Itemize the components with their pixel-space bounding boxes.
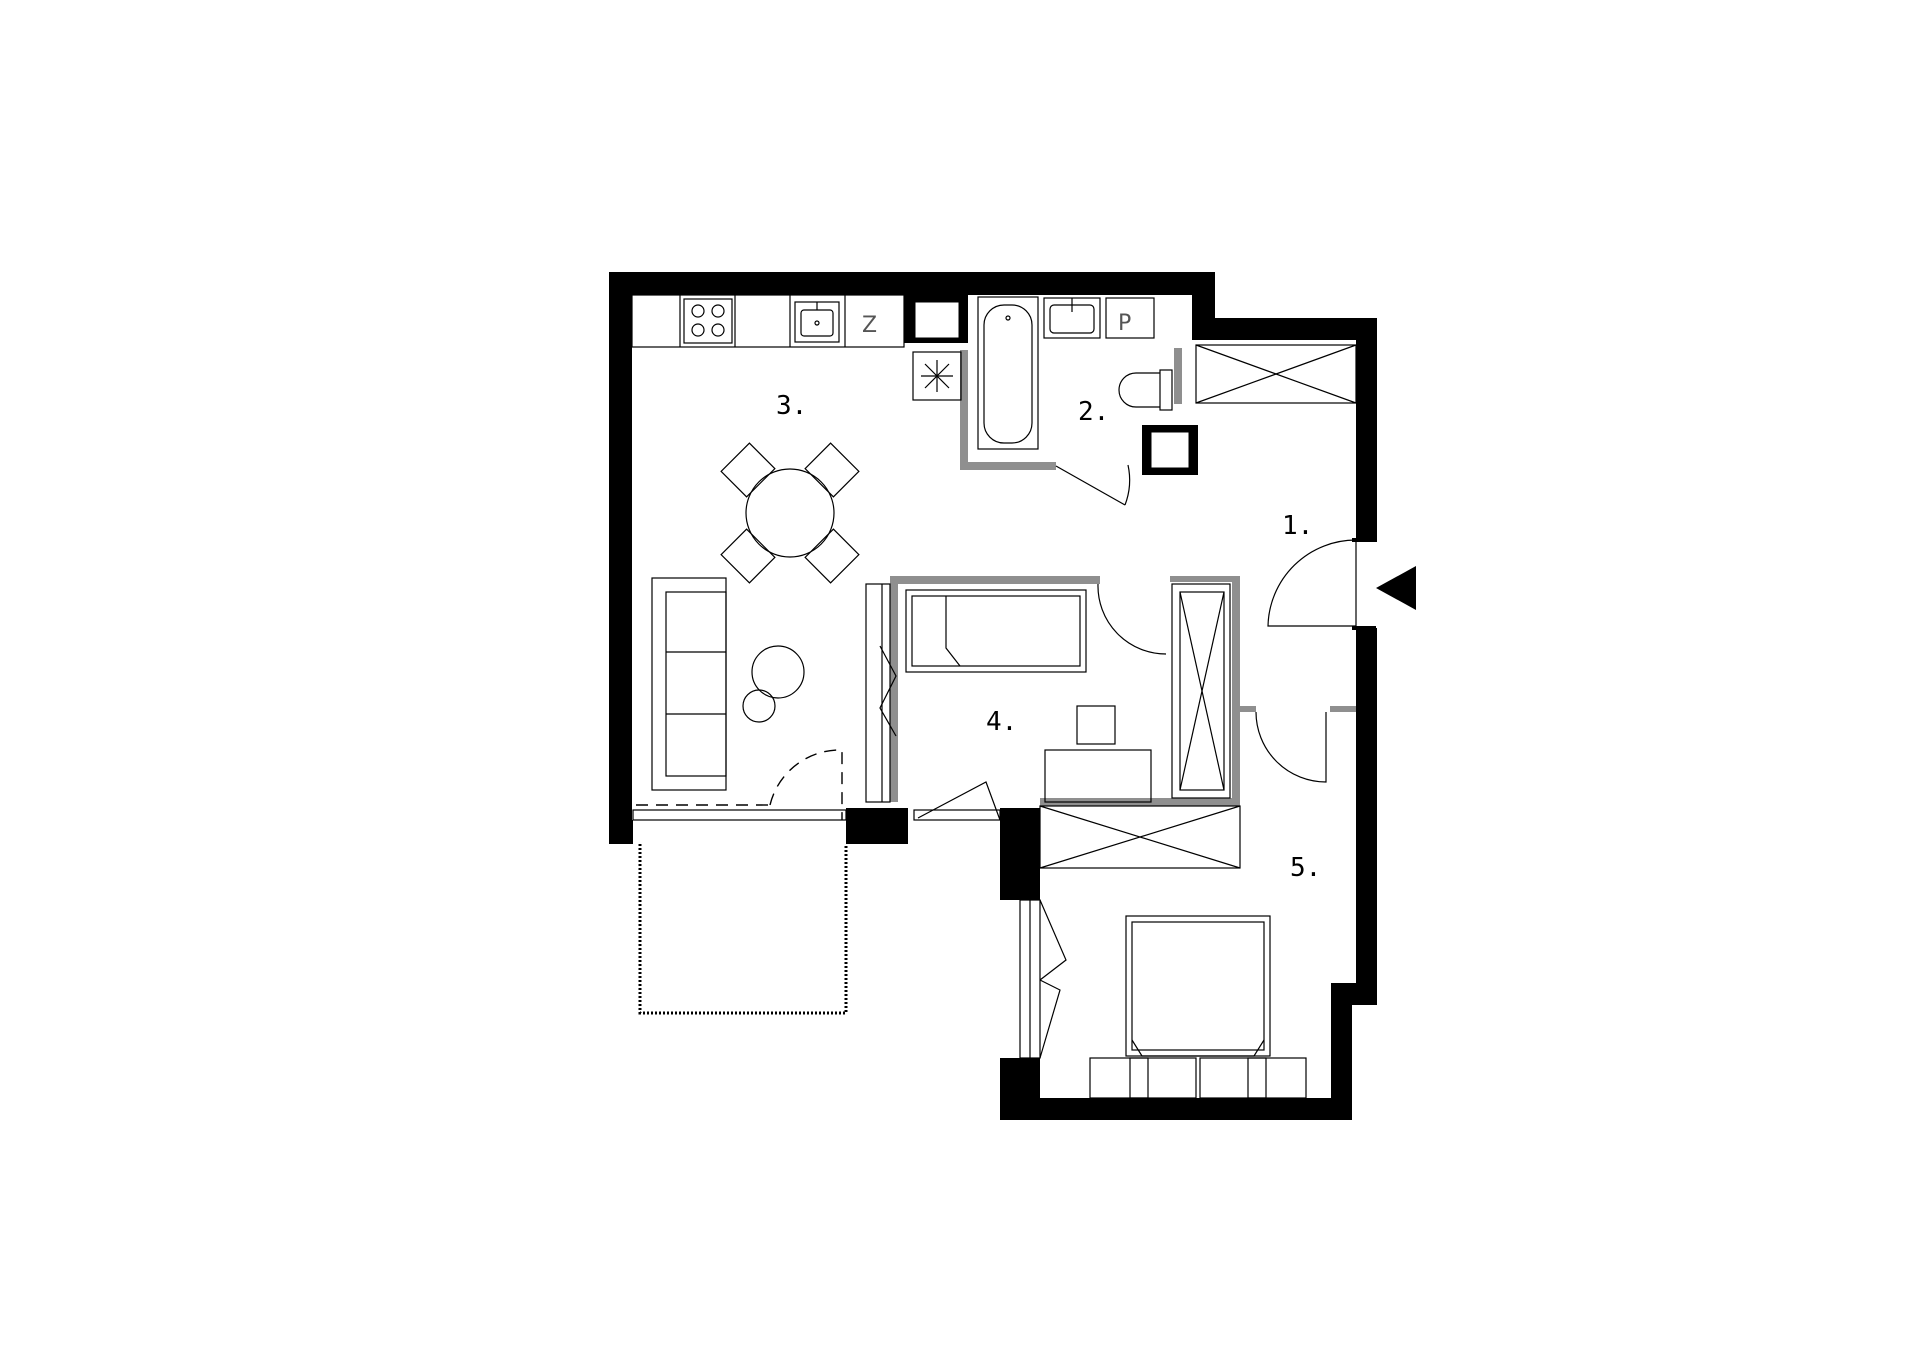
room-label-living: 3.: [776, 391, 807, 421]
hob-icon: [683, 298, 733, 344]
washer-icon: [1105, 297, 1155, 339]
room-label-room4: 4.: [986, 707, 1017, 737]
desk-icon: [1044, 705, 1152, 803]
double-bed-icon: [1089, 915, 1307, 1099]
ventilation-icon: [912, 351, 962, 401]
kitchen-counter: [631, 294, 905, 348]
fridge-label: Z: [862, 313, 877, 338]
bathroom-door[interactable]: [1055, 464, 1131, 506]
sink-icon: [794, 301, 840, 343]
bedroom-door[interactable]: [1255, 711, 1327, 783]
sofa-icon: [651, 577, 727, 791]
washbasin-icon: [1043, 297, 1101, 339]
room-label-bathroom: 2.: [1078, 397, 1109, 427]
room4-door[interactable]: [1097, 583, 1167, 655]
balcony-window: [632, 749, 1001, 821]
dining-table-icon: [720, 442, 860, 584]
room4-wardrobe: [1171, 583, 1231, 799]
entrance-door[interactable]: [1267, 538, 1376, 630]
exterior-walls: [609, 272, 1377, 1120]
bedroom-window: [1019, 899, 1067, 1059]
room-label-bedroom: 5.: [1290, 853, 1321, 883]
room-label-hall: 1.: [1282, 511, 1313, 541]
living-wardrobe: [865, 583, 897, 803]
balcony: [638, 844, 848, 1015]
hall-wardrobe: [1195, 344, 1357, 404]
partitions: [890, 348, 1356, 806]
toilet-icon: [1118, 369, 1173, 411]
bed-icon: [905, 589, 1087, 673]
bedroom-wardrobe: [1039, 805, 1241, 869]
bathtub-icon: [977, 296, 1039, 450]
washer-label: P: [1118, 311, 1131, 336]
coffee-table-icon: [742, 645, 805, 723]
shaft-void-2: [1150, 431, 1190, 469]
shaft-void: [914, 301, 960, 339]
entrance-arrow-icon: [1376, 566, 1416, 610]
